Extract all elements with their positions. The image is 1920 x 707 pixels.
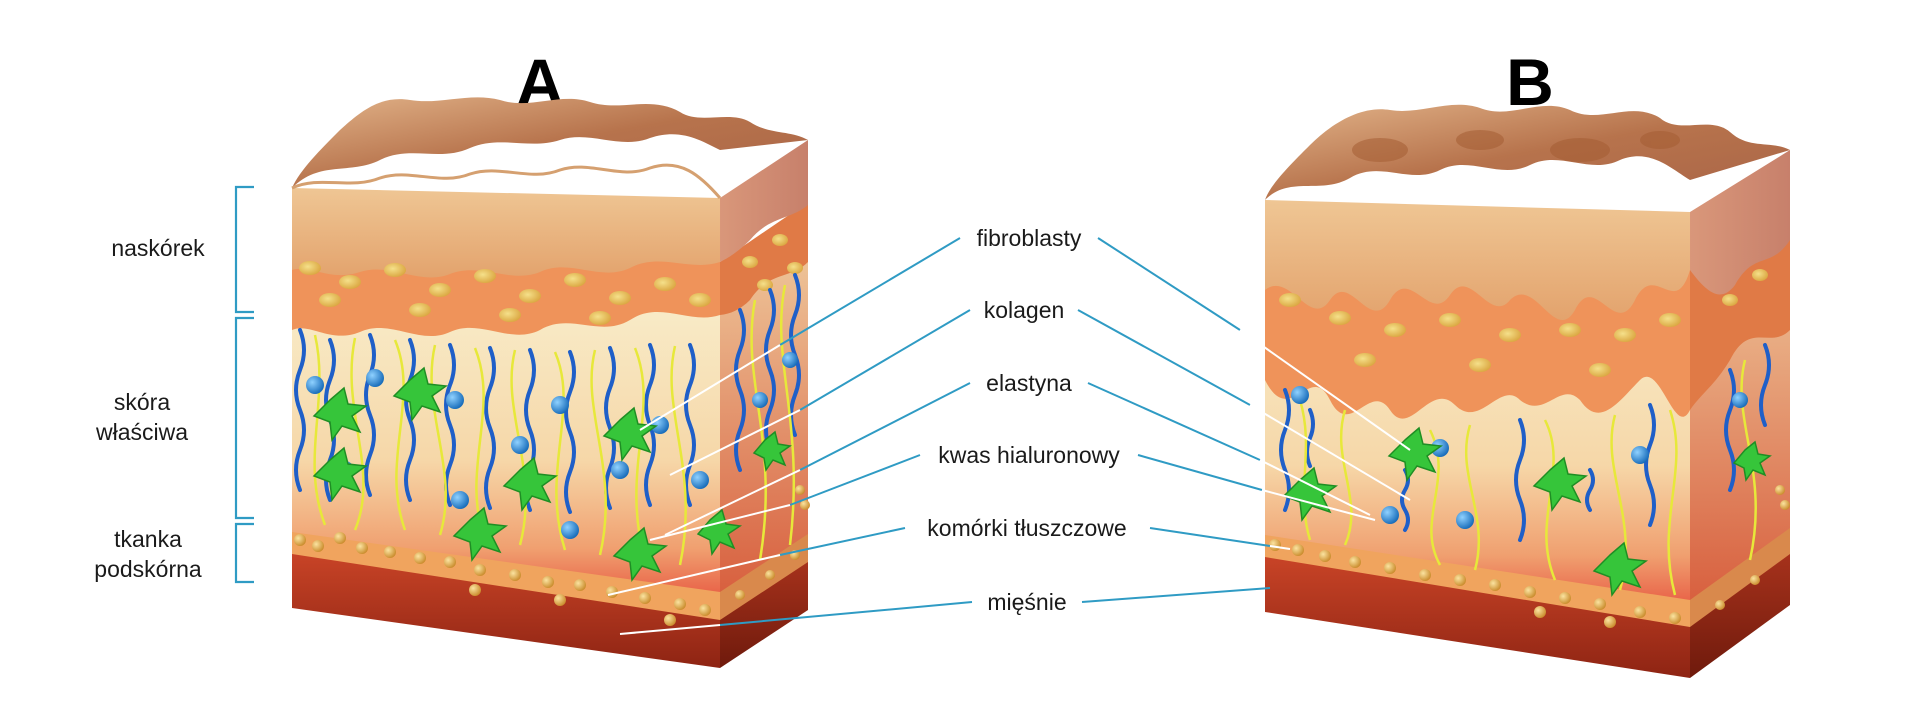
hyaluronic-acid-molecules [1291, 386, 1748, 529]
elastin-fibers [313, 284, 796, 566]
callout-fat-cells: komórki tłuszczowe [927, 515, 1126, 541]
epidermis-bracket [234, 185, 254, 314]
hyaluronic-acid-molecules [306, 352, 798, 539]
skin-surface-front-edge [291, 163, 722, 199]
collagen-fibers [1279, 343, 1771, 542]
epidermis-front [1265, 200, 1690, 321]
subcutis-bracket [234, 522, 254, 584]
label-epidermis: naskórek [111, 235, 205, 261]
epidermis-side [720, 140, 808, 262]
muscle-layer-front [1265, 555, 1690, 678]
dermis-bracket [234, 316, 254, 520]
callout-elastin: elastyna [986, 370, 1072, 396]
fat-cells [294, 485, 810, 626]
callout-hyaluronic-acid: kwas hialuronowy [938, 442, 1120, 468]
fat-cells [1269, 485, 1790, 628]
surface-wrinkle-patches [1352, 130, 1680, 162]
epidermis-side [1690, 150, 1790, 295]
muscle-layer-side [720, 560, 808, 668]
label-subcutis-line2: podskórna [94, 556, 202, 582]
epidermal-cells [299, 234, 803, 325]
callout-leaders [607, 237, 1411, 635]
skin-block-young [291, 97, 810, 668]
label-dermis-line2: właściwa [95, 419, 188, 445]
epidermis-front [292, 188, 720, 278]
subcutis-side [1690, 526, 1790, 627]
skin-surface-top [292, 97, 808, 188]
skin-surface-top [1265, 104, 1790, 200]
label-dermis-line1: skóra [114, 389, 170, 415]
layer-brackets [234, 185, 254, 584]
subcutis-front [1265, 533, 1690, 627]
fibroblast-cells [312, 366, 792, 583]
living-epidermis-side [720, 202, 808, 315]
callout-fibroblasts: fibroblasty [977, 225, 1082, 251]
label-subcutis-line1: tkanka [114, 526, 182, 552]
callout-collagen: kolagen [984, 297, 1065, 323]
muscle-layer-front [292, 552, 720, 668]
skin-block-aged [1265, 104, 1790, 678]
epidermal-cells [1279, 269, 1768, 377]
callout-muscles: mięśnie [987, 589, 1066, 615]
muscle-layer-side [1690, 552, 1790, 678]
